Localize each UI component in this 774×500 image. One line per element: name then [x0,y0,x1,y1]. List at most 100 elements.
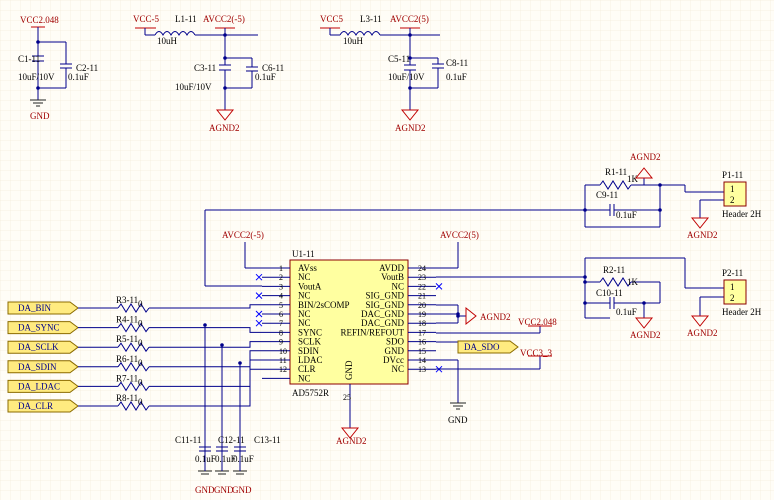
chip-right-pin-num: 22 [418,282,426,291]
port-da-sclk [7,340,79,354]
c1-value: 10uF/10V [18,72,55,82]
l3-value: 10uH [343,36,364,46]
signal-wire [149,368,262,407]
resistor-ref: R3-11 [116,295,138,305]
gnd-label-b1: GND [195,485,215,495]
chip-left-pin-num: 11 [279,356,287,365]
chip-left-pin-name: NC [298,291,311,301]
resistor-value: 0 [138,377,143,387]
r1-value: 1K [627,174,639,184]
chip-left-pin-name: LDAC [298,355,323,365]
chip-right-pin-num: 13 [418,365,426,374]
chip-left-pin-name: NC [298,318,311,328]
resistor-ref: R5-11 [116,334,138,344]
chip-supply-left: AVCC2(-5) [222,230,264,240]
resistor-ref: R4-11 [116,315,138,325]
chip-left-pin-name: CLR [298,364,316,374]
r2-ref: R2-11 [603,265,625,275]
port-da-clr [7,399,79,413]
chip-body [289,259,409,385]
net-avcc2-5-label: AVCC2(5) [390,14,429,24]
agnd2-label-top: AGND2 [630,152,661,162]
chip-left-pin-num: 10 [279,347,287,356]
voutA-net [204,209,585,287]
c3-value: 10uF/10V [175,82,212,92]
r1-ref: R1-11 [605,167,627,177]
p2-ref: P2-11 [722,268,743,278]
p1-pin2: 2 [730,195,735,205]
c3-ref: C3-11 [194,63,216,73]
c2-value: 0.1uF [68,72,89,82]
chip-gnd-label: GND [344,360,354,380]
chip-right-pins: 24AVDD23VoutB22NC21SIG_GND20SIG_GND19DAC… [340,263,443,374]
chip-right-pin-name: SIG_GND [365,291,404,301]
port-da-sdo [457,340,519,354]
no-connect-mark [435,283,443,290]
chip-right-pin-num: 14 [418,356,426,365]
no-connect-mark [255,310,263,318]
chip-left-pin-num: 7 [279,319,283,328]
resistor-symbol [117,401,150,411]
p1-name: Header 2H [722,209,762,219]
gnd-label-b2: GND [214,485,234,495]
agnd2-label-2: AGND2 [395,123,426,133]
p2-gnd-label: AGND2 [687,328,718,338]
p2-pin1: 1 [730,282,735,292]
resistor-ref: R8-11 [116,393,138,403]
c11-ref: C11-11 [175,435,201,445]
chip-left-pin-name: BIN/2sCOMP [298,300,350,310]
chip-right-pin-num: 20 [418,301,426,310]
port-da-sdo-label: DA_SDO [464,342,500,352]
top-left-decoupling: VCC2.048 C1-11 10uF/10V C2-11 0.1uF GND [18,15,98,121]
signal-wire [149,350,262,368]
port-label: DA_CLR [18,401,53,411]
resistor-symbol [117,303,150,313]
resistor-value: 0 [138,319,143,329]
chip-left-pin-num: 4 [279,292,283,301]
port-label: DA_BIN [18,303,51,313]
chip-left-pin-name: NC [298,309,311,319]
chip-left-pin-name: NC [298,373,311,383]
chip-right-pin-num: 15 [418,347,426,356]
resistor-symbol [117,342,150,353]
c5-value: 10uF/10V [388,72,425,82]
top-mid-filter: VCC-5 L1-11 10uH AVCC2(-5) C3-11 10uF/10… [133,14,284,133]
chip-left-pin-num: 9 [279,338,283,347]
p2-name: Header 2H [722,307,762,317]
signal-wire [149,341,262,348]
gnd-label-b3: GND [232,485,252,495]
l1-ref: L1-11 [175,14,197,24]
no-connect-mark [255,319,263,327]
chip-right-pin-name: SIG_GND [365,300,404,310]
c10-gnd-label: AGND2 [630,330,661,340]
c12-ref: C12-11 [218,435,245,445]
chip-left-pin-name: AVss [298,263,317,273]
output-b-network: AGND2 R2-11 1K C10-11 0.1uF AGND2 P2-11 … [583,257,762,340]
chip-right-pin-num: 19 [418,310,426,319]
chip-left-pin-name: SCLK [298,337,322,347]
resistor-value: 0 [138,299,143,309]
chip-right-pin-num: 21 [418,292,426,301]
c12-value: 0.1uF [215,454,236,464]
port-da-sdin [7,360,79,374]
no-connect-mark [255,273,263,281]
chip-bottom-pin-num: 25 [343,393,351,402]
p1-pin1: 1 [730,184,735,194]
gnd-label-right: GND [448,415,468,425]
agnd2-label-chip: AGND2 [336,436,367,446]
resistor-ref: R7-11 [116,373,138,383]
chip-right-pin-num: 23 [418,273,426,282]
chip-left-pin-num: 2 [279,273,283,282]
chip-left-pin-num: 12 [279,365,287,374]
port-label: DA_SCLK [18,342,59,352]
resistor-value: 0 [138,338,143,348]
c6-ref: C6-11 [262,63,284,73]
resistor-ref: R6-11 [116,354,138,364]
chip-right-pin-name: SDO [386,337,405,347]
chip-right-pin-name: AVDD [379,263,404,273]
chip-left-pin-name: NC [298,272,311,282]
